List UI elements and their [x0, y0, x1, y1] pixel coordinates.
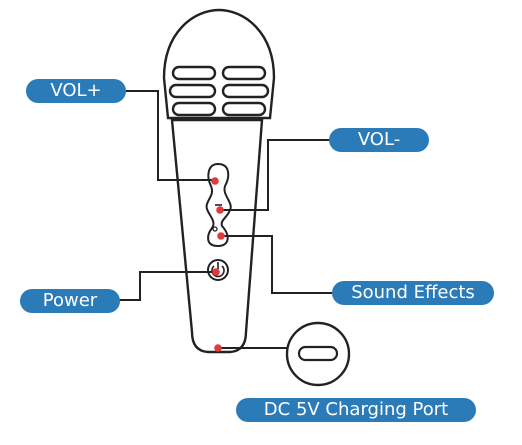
vol-minus-dot — [216, 206, 224, 214]
power-leader — [119, 271, 212, 301]
sound-effects-dot — [217, 232, 225, 240]
power-label: Power — [20, 289, 120, 313]
dc-port-label: DC 5V Charging Port — [236, 398, 476, 422]
vol-minus-leader — [220, 139, 338, 211]
sound-effects-leader — [221, 235, 332, 294]
vol-minus-label: VOL- — [329, 128, 429, 152]
power-dot — [212, 268, 220, 276]
effect-mark — [212, 226, 218, 232]
button-panel — [205, 162, 232, 248]
dc-port-dot — [214, 344, 222, 352]
vol-plus-label: VOL+ — [26, 79, 126, 103]
vol-plus-dot — [211, 177, 219, 185]
vol-plus-leader — [126, 90, 215, 181]
sound-effects-label: Sound Effects — [332, 281, 494, 305]
usb-c-port-icon — [285, 321, 351, 387]
microphone-head — [162, 8, 276, 120]
power-icon — [211, 262, 225, 278]
microphone-handle — [170, 118, 264, 354]
